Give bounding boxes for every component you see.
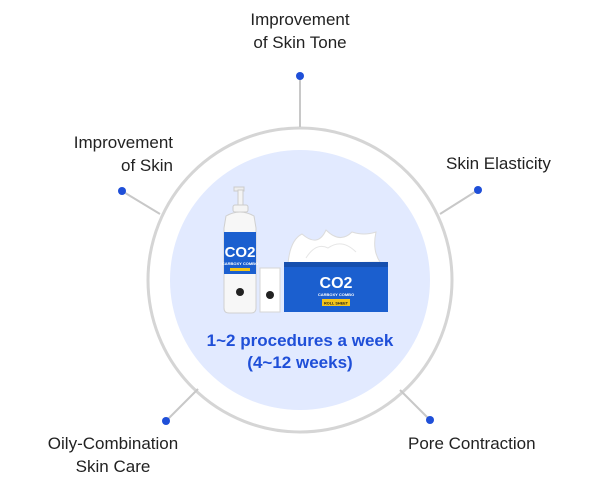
dot-top xyxy=(296,72,304,80)
bottle-label xyxy=(224,232,256,274)
connector-right-top xyxy=(439,189,479,215)
connector-right-bottom xyxy=(399,389,431,421)
box-sub: CARBOXY COMBO xyxy=(318,292,354,297)
connector-left-top xyxy=(121,190,161,215)
box-badge xyxy=(322,299,350,306)
dot-right-top xyxy=(474,186,482,194)
benefit-improvement-of-skin: Improvement of Skin xyxy=(73,133,173,175)
benefit-pore-contraction: Pore Contraction xyxy=(408,434,536,453)
bottle-brand: CO2 xyxy=(225,244,256,261)
usage-caption: 1~2 procedures a week (4~12 weeks) xyxy=(206,331,394,372)
dot-left-bottom xyxy=(162,417,170,425)
product-illustration: CO2 CARBOXY COMBO CO2 CARBOXY COMBO ROLL… xyxy=(222,186,388,314)
bottle-sub: CARBOXY COMBO xyxy=(222,261,258,266)
benefit-oily-combination: Oily-Combination Skin Care xyxy=(47,434,179,476)
benefit-skin-elasticity: Skin Elasticity xyxy=(446,154,551,173)
dot-left-top xyxy=(118,187,126,195)
sachet xyxy=(259,267,281,313)
box-brand: CO2 xyxy=(320,275,353,292)
benefit-skin-tone: Improvement of Skin Tone xyxy=(250,10,350,52)
sachet-logo-icon xyxy=(266,291,274,299)
sheets xyxy=(287,229,381,265)
connector-left-bottom xyxy=(165,388,199,422)
svg-text:ROLL SHEET: ROLL SHEET xyxy=(324,302,349,306)
bottle-logo-icon xyxy=(236,288,244,296)
dot-right-bottom xyxy=(426,416,434,424)
